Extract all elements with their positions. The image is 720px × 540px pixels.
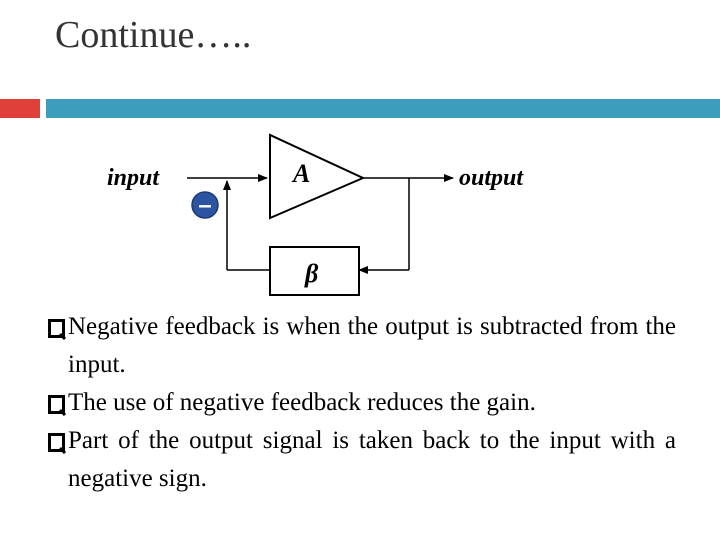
bullet-item: The use of negative feedback reduces the… [48,384,676,422]
feedback-label: β [304,259,319,288]
amplifier-triangle [269,133,366,220]
feedback-diagram: input output A β – [107,133,524,296]
amplifier-label: A [291,159,310,188]
bullet-list: Negative feedback is when the output is … [48,308,676,498]
minus-sign-circle [191,191,219,219]
bullet-text: Part of the output signal is taken back … [68,427,676,492]
accent-bar-blue [46,99,720,118]
checkbox-bullet-icon [48,390,67,428]
bullet-item: Negative feedback is when the output is … [48,308,676,384]
checkbox-bullet-icon [48,428,67,466]
bullet-text: The use of negative feedback reduces the… [68,389,536,416]
slide-title: Continue….. [55,14,252,56]
checkbox-bullet-icon [48,314,67,352]
bullet-item: Part of the output signal is taken back … [48,422,676,498]
feedback-block [269,246,360,296]
input-label: input [107,165,160,191]
bullet-text: Negative feedback is when the output is … [68,313,676,378]
output-label: output [459,165,524,191]
accent-bar-red [0,99,40,118]
minus-sign: – [198,192,211,219]
